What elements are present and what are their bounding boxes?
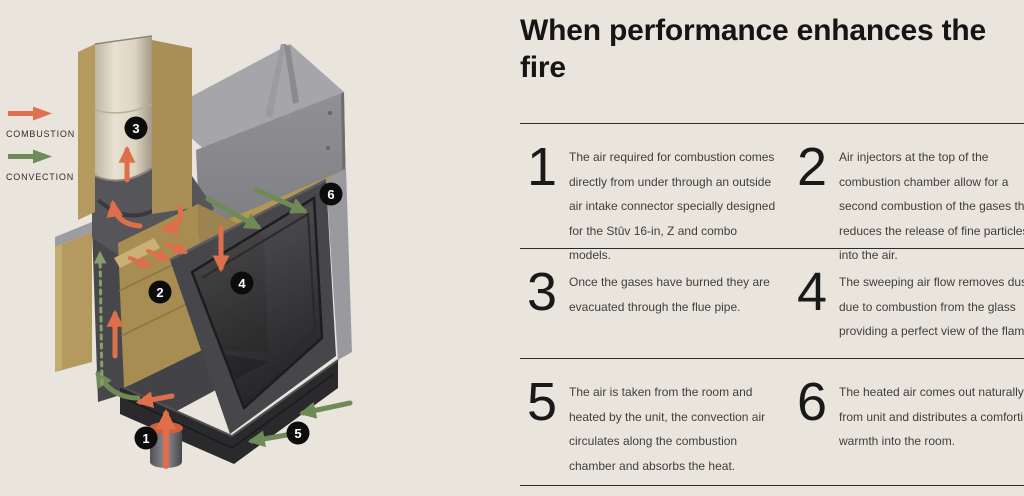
- badge-6-number: 6: [327, 187, 334, 202]
- combustion-arrow-wall-2: [146, 248, 171, 262]
- step-4: 4 The sweeping air flow removes dust due…: [790, 249, 1024, 358]
- badge-2: 2: [148, 280, 172, 304]
- convection-arrow-left-curve: [95, 370, 141, 401]
- casing-box: [162, 44, 346, 238]
- step-1: 1 The air required for combustion comes …: [520, 124, 790, 268]
- steps-list: 1 The air required for combustion comes …: [520, 123, 1024, 486]
- step-4-text: The sweeping air flow removes dust due t…: [839, 275, 1024, 338]
- convection-arrow-top-2: [253, 187, 308, 214]
- badges: 1 2 3 4 5: [124, 116, 343, 450]
- page-title: When performance enhances the fire: [520, 14, 986, 84]
- legend-label-combustion: COMBUSTION: [6, 129, 76, 139]
- right-side-panel: [326, 168, 352, 360]
- step-4-number: 4: [797, 262, 828, 322]
- legend-label-convection: CONVECTION: [6, 172, 75, 182]
- badge-6: 6: [319, 182, 343, 206]
- badge-1: 1: [134, 426, 158, 450]
- legend: COMBUSTION CONVECTION: [6, 106, 75, 192]
- badge-5-number: 5: [294, 426, 301, 441]
- content-panel: When performance enhances the fire 1 The…: [520, 0, 1024, 496]
- stove-cutaway-diagram: 1 2 3 4 5: [55, 35, 353, 469]
- flue-pipe: [78, 35, 192, 220]
- step-5: 5 The air is taken from the room and hea…: [520, 359, 790, 485]
- combustion-arrows: [106, 145, 230, 469]
- badge-3-number: 3: [132, 121, 139, 136]
- legend-item-convection: CONVECTION: [6, 149, 75, 182]
- step-row-1: 1 The air required for combustion comes …: [520, 123, 1024, 262]
- badge-4-number: 4: [238, 276, 246, 291]
- step-6-number: 6: [797, 372, 828, 432]
- step-2: 2 Air injectors at the top of the combus…: [790, 124, 1024, 268]
- convection-arrow-channel-dashed: [93, 250, 107, 386]
- badge-1-number: 1: [142, 431, 149, 446]
- step-2-number: 2: [797, 137, 828, 197]
- badge-2-number: 2: [156, 285, 163, 300]
- combustion-arrow-wall-1: [128, 255, 153, 269]
- convection-arrow-top-1: [205, 196, 262, 230]
- combustion-arrow-floor: [135, 391, 175, 409]
- convection-arrow-bottom-1: [298, 400, 353, 419]
- badge-3: 3: [124, 116, 148, 140]
- step-2-text: Air injectors at the top of the combusti…: [839, 150, 1024, 262]
- step-5-text: The air is taken from the room and heate…: [569, 385, 766, 473]
- step-1-number: 1: [527, 137, 558, 197]
- step-row-2: 3 Once the gases have burned they are ev…: [520, 248, 1024, 358]
- step-5-number: 5: [527, 372, 558, 432]
- step-3-number: 3: [527, 262, 558, 322]
- step-row-3: 5 The air is taken from the room and hea…: [520, 358, 1024, 486]
- badge-5: 5: [286, 421, 310, 445]
- badge-4: 4: [230, 271, 254, 295]
- left-insulation-panel: [55, 222, 92, 372]
- step-6-text: The heated air comes out naturally from …: [839, 385, 1024, 448]
- step-1-text: The air required for combustion comes di…: [569, 150, 776, 262]
- combustion-arrow-wall-3: [164, 241, 189, 255]
- bracket: [265, 44, 299, 118]
- step-6: 6 The heated air comes out naturally fro…: [790, 359, 1024, 485]
- step-3-text: Once the gases have burned they are evac…: [569, 275, 770, 314]
- step-3: 3 Once the gases have burned they are ev…: [520, 249, 790, 358]
- combustion-arrow-hood-curl: [160, 205, 184, 236]
- combustion-arrow-hood-left: [106, 199, 143, 229]
- legend-item-combustion: COMBUSTION: [6, 106, 75, 139]
- combustion-arrow-icon: [8, 106, 52, 121]
- illustration-panel: 1 2 3 4 5: [6, 35, 353, 469]
- convection-arrow-icon: [8, 149, 52, 164]
- air-deflector: [114, 238, 160, 268]
